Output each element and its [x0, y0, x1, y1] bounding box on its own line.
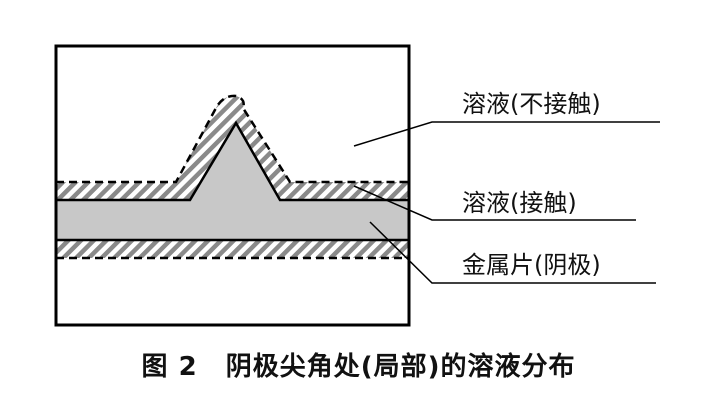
- contact-boundary-top: [56, 94, 409, 184]
- contact-solution-top-layer: [56, 95, 409, 200]
- figure-caption: 图 2 阴极尖角处(局部)的溶液分布: [0, 346, 717, 383]
- label-solution-contact: 溶液(接触): [462, 189, 577, 217]
- container-border: [54, 44, 411, 327]
- leader-line-no-contact: [353, 121, 660, 147]
- figure-title: 阴极尖角处(局部)的溶液分布: [225, 352, 576, 382]
- label-metal-sheet: 金属片(阴极): [462, 251, 601, 279]
- label-solution-no-contact: 溶液(不接触): [462, 90, 601, 118]
- leader-line-metal: [369, 221, 656, 284]
- metal-sheet: [56, 120, 409, 242]
- contact-solution-bottom-layer: [56, 240, 409, 258]
- cathode-diagram: 溶液(不接触) 溶液(接触) 金属片(阴极): [54, 44, 660, 327]
- leader-line-contact: [353, 185, 636, 221]
- figure-number: 图 2: [141, 352, 198, 382]
